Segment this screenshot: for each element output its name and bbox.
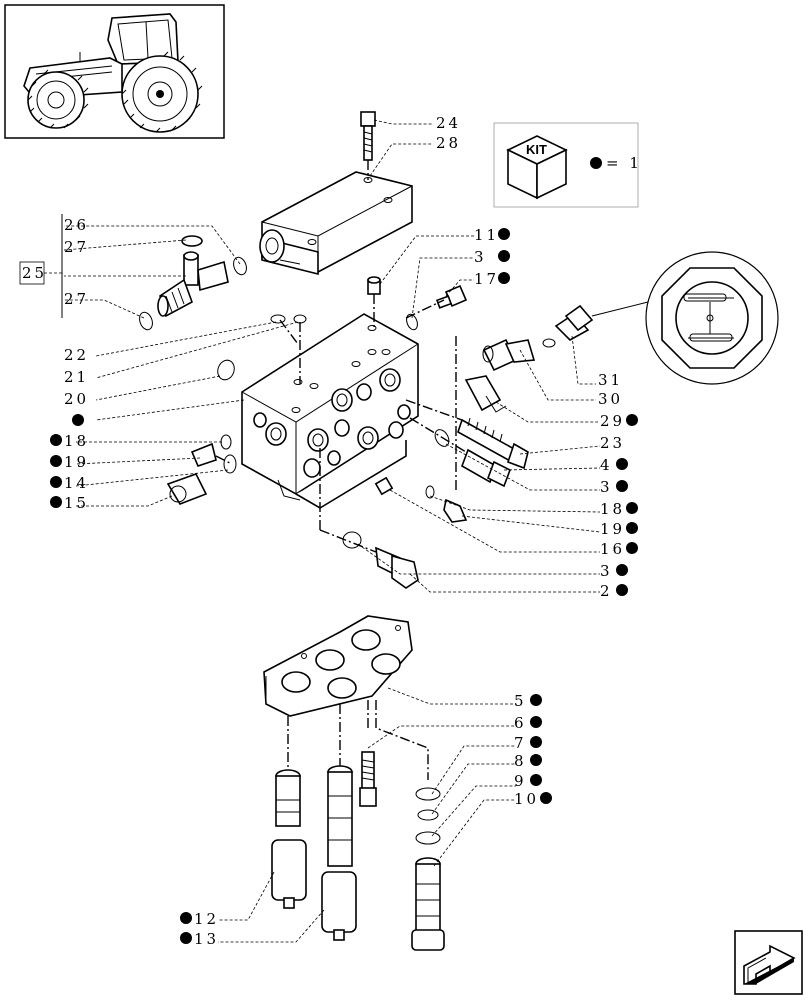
kit-dot-icon <box>530 774 542 786</box>
kit-dot-icon <box>50 496 62 508</box>
callout-label: 10 <box>514 790 539 808</box>
kit-dot-icon <box>498 250 510 262</box>
callout-label: 9 <box>514 772 527 790</box>
valve-body <box>241 313 419 509</box>
kit-dot-icon <box>50 455 62 467</box>
kit-dot-icon <box>50 434 62 446</box>
callout-label: 27 <box>64 290 89 308</box>
callout-label: 16 <box>600 540 625 558</box>
callout-label: 7 <box>514 734 527 752</box>
tractor-icon <box>23 13 203 133</box>
callout-labels: 24 28 26 27 25 27 11 3 17 22 21 20 18 19… <box>22 114 638 948</box>
callout-label: 2 <box>600 582 613 600</box>
kit-dot-icon <box>616 584 628 596</box>
callout-label: 14 <box>64 474 89 492</box>
callout-label: 3 <box>600 478 613 496</box>
kit-dot-icon <box>616 458 628 470</box>
callout-label: 31 <box>598 371 623 389</box>
kit-dot-icon <box>180 932 192 944</box>
kit-dot-icon <box>530 716 542 728</box>
callout-label: 19 <box>600 520 625 538</box>
kit-dot-icon <box>626 414 638 426</box>
kit-dot-icon <box>498 228 510 240</box>
callout-group-bracket <box>19 214 63 318</box>
kit-label: KIT <box>526 142 547 157</box>
callout-label: 17 <box>474 270 499 288</box>
kit-dot-icon <box>626 522 638 534</box>
valve-plate <box>263 615 413 717</box>
callout-label: 24 <box>436 114 461 132</box>
cap-screw-24 <box>360 111 376 161</box>
callout-label: 21 <box>64 368 89 386</box>
callout-label: 20 <box>64 390 89 408</box>
cover-block <box>259 171 413 276</box>
kit-legend: KIT = 1 <box>493 122 642 208</box>
callout-label: 19 <box>64 453 89 471</box>
kit-dot-icon <box>626 542 638 554</box>
next-page-button[interactable] <box>734 930 803 995</box>
kit-dot-icon <box>540 792 552 804</box>
sensor-detail-inset <box>591 251 779 385</box>
callout-label: 18 <box>600 500 625 518</box>
leader-lines <box>63 119 601 943</box>
kit-dot-icon <box>530 754 542 766</box>
callout-label: 25 <box>22 264 47 282</box>
solenoid-spool-12 <box>271 769 307 909</box>
kit-dot-icon <box>72 414 84 426</box>
tractor-thumbnail <box>4 4 225 139</box>
kit-dot-icon <box>626 502 638 514</box>
solenoid-spool-13 <box>321 765 357 941</box>
valve-small-parts <box>166 276 594 589</box>
callout-label: 18 <box>64 432 89 450</box>
kit-dot-icon <box>530 736 542 748</box>
callout-label: 6 <box>514 714 527 732</box>
callout-label: 26 <box>64 216 89 234</box>
callout-label: 13 <box>194 930 219 948</box>
kit-dot-icon <box>590 157 602 169</box>
kit-dot-icon <box>498 272 510 284</box>
callout-label: 3 <box>600 562 613 580</box>
callout-label: 29 <box>600 412 625 430</box>
valve-cartridge-10 <box>411 787 445 951</box>
kit-dot-icon <box>530 694 542 706</box>
callout-label: 23 <box>600 434 625 452</box>
callout-label: 3 <box>474 248 487 266</box>
callout-label: 5 <box>514 692 527 710</box>
callout-label: 30 <box>598 390 623 408</box>
callout-label: 15 <box>64 494 89 512</box>
callout-label: 12 <box>194 910 219 928</box>
kit-box-icon: KIT <box>506 135 568 200</box>
kit-dot-icon <box>50 476 62 488</box>
next-page-arrow-icon <box>743 944 796 985</box>
callout-label: 8 <box>514 752 527 770</box>
kit-legend-value: = 1 <box>606 154 642 172</box>
kit-dot-icon <box>616 480 628 492</box>
callout-label: 11 <box>474 226 499 244</box>
callout-label: 27 <box>64 238 89 256</box>
kit-dot-icon <box>180 912 192 924</box>
callout-label: 22 <box>64 346 89 364</box>
kit-dot-icon <box>616 564 628 576</box>
callout-label: 4 <box>600 456 613 474</box>
tee-fitting-25 <box>139 235 247 331</box>
callout-label: 28 <box>436 134 461 152</box>
cap-screw-6 <box>359 751 377 807</box>
